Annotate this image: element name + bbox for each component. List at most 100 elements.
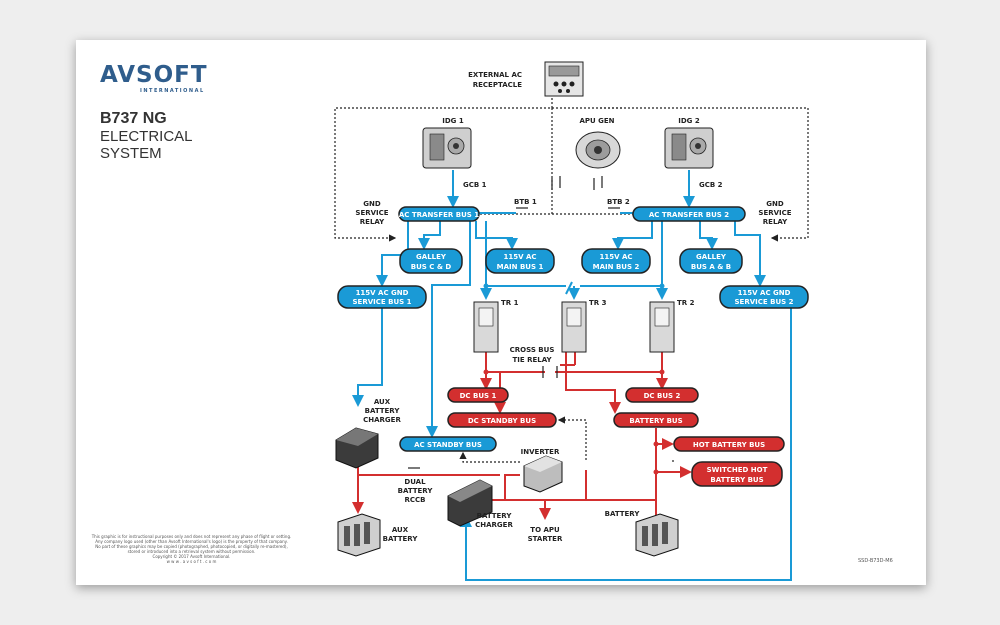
main1-line2: MAIN BUS 1	[497, 263, 544, 271]
galley-bus-cd: GALLEY BUS C & D	[399, 248, 463, 274]
dc-bus-1: DC BUS 1	[447, 387, 509, 403]
main-battery	[635, 513, 679, 557]
sw-hot-line2: BATTERY BUS	[710, 476, 763, 484]
ac-main-bus-2: 115V AC MAIN BUS 2	[581, 248, 651, 274]
receptacle-label: RECEPTACLE	[473, 81, 522, 89]
aux-battery-label-2: BATTERY	[383, 535, 419, 543]
gnd-relay-r-1: GND	[766, 200, 784, 208]
disclaimer-line: Copyright © 2017 Avsoft International.	[152, 554, 231, 559]
ac-gnd-service-bus-1: 115V AC GND SERVICE BUS 1	[337, 285, 427, 309]
document-id: SSD-B73D-M6	[858, 558, 893, 564]
inverter-box	[523, 455, 563, 493]
aux-charger-label-1: AUX	[374, 398, 391, 406]
tr-1-label: TR 1	[501, 299, 519, 307]
aux-battery-label-1: AUX	[392, 526, 409, 534]
tr-3-unit	[561, 301, 587, 353]
ac-transfer-bus-2-label: AC TRANSFER BUS 2	[649, 211, 729, 219]
apu-generator	[575, 131, 621, 169]
cross-bus-relay-contact	[408, 366, 674, 469]
dc-standby-label: DC STANDBY BUS	[468, 417, 536, 425]
idg-1-label: IDG 1	[442, 117, 464, 125]
ac-standby-bus: AC STANDBY BUS	[399, 436, 497, 452]
ac-transfer-bus-1-label: AC TRANSFER BUS 1	[399, 211, 479, 219]
apu-starter-label-1: TO APU	[530, 526, 560, 534]
tr-1-unit	[473, 301, 499, 353]
disclaimer-line: No part of these graphics may be copied …	[95, 544, 288, 549]
gnd-svc2-line2: SERVICE BUS 2	[735, 298, 794, 306]
title-line-system: SYSTEM	[100, 145, 162, 162]
galley-ab-line1: GALLEY	[696, 253, 727, 261]
apu-starter-label-2: STARTER	[528, 535, 563, 543]
dc-dots	[483, 369, 665, 475]
ext-ac-label: EXTERNAL AC	[468, 71, 522, 79]
sw-hot-line1: SWITCHED HOT	[707, 466, 768, 474]
btb-2-label: BTB 2	[607, 198, 630, 206]
galley-cd-line2: BUS C & D	[411, 263, 452, 271]
logo-subtitle: INTERNATIONAL	[140, 88, 205, 94]
galley-ab-line2: BUS A & B	[691, 263, 731, 271]
idg-1-generator	[422, 127, 472, 169]
dual-rccb-label-1: DUAL	[404, 478, 426, 486]
disclaimer: This graphic is for instructional purpos…	[84, 534, 299, 564]
apu-gen-label: APU GEN	[579, 117, 614, 125]
avsoft-logo: AVSOFT	[100, 62, 208, 88]
dual-rccb-label-2: BATTERY	[398, 487, 434, 495]
ac-wiring-dots	[483, 283, 665, 289]
battery-label: BATTERY	[605, 510, 641, 518]
battery-charger-label-1: BATTERY	[477, 512, 513, 520]
ac-wiring	[352, 170, 792, 581]
aux-battery-charger	[335, 427, 379, 469]
disclaimer-line: Any company logo used (other than Avsoft…	[95, 539, 288, 544]
disclaimer-line: stored or introduced into a retrieval sy…	[127, 549, 256, 554]
ac-gnd-service-bus-2: 115V AC GND SERVICE BUS 2	[719, 285, 809, 309]
btb-contacts	[516, 176, 620, 209]
ac-transfer-bus-2: AC TRANSFER BUS 2	[632, 206, 746, 222]
external-ac-receptacle	[544, 61, 584, 97]
battery-charger-label-2: CHARGER	[475, 521, 513, 529]
cross-bus-label-1: CROSS BUS	[510, 346, 555, 354]
title-model: B737 NG	[100, 110, 167, 127]
idg-2-label: IDG 2	[678, 117, 700, 125]
gcb-2-label: GCB 2	[699, 181, 723, 189]
dc-bus-2-label: DC BUS 2	[644, 392, 681, 400]
title-system: ELECTRICAL SYSTEM	[100, 128, 193, 162]
tr-3-label: TR 3	[589, 299, 607, 307]
battery-charger-box	[447, 479, 493, 527]
gnd-svc2-line1: 115V AC GND	[738, 289, 791, 297]
gnd-svc1-line1: 115V AC GND	[356, 289, 409, 297]
aux-charger-label-2: BATTERY	[365, 407, 401, 415]
ac-main-bus-1: 115V AC MAIN BUS 1	[485, 248, 555, 274]
hot-battery-bus: HOT BATTERY BUS	[673, 436, 785, 452]
gcb-1-label: GCB 1	[463, 181, 487, 189]
dc-bus-1-label: DC BUS 1	[460, 392, 497, 400]
aux-battery	[337, 513, 381, 557]
ac-standby-label: AC STANDBY BUS	[414, 441, 482, 449]
gnd-svc1-line2: SERVICE BUS 1	[353, 298, 412, 306]
main2-line2: MAIN BUS 2	[593, 263, 640, 271]
website-link[interactable]: w w w . a v s o f t . c o m	[166, 559, 217, 564]
main1-line1: 115V AC	[503, 253, 536, 261]
battery-bus: BATTERY BUS	[613, 412, 699, 428]
gnd-relay-l-3: RELAY	[360, 218, 385, 226]
title-line-electrical: ELECTRICAL	[100, 128, 193, 145]
switched-hot-battery-bus: SWITCHED HOT BATTERY BUS	[691, 461, 783, 487]
galley-cd-line1: GALLEY	[416, 253, 447, 261]
gnd-relay-l-2: SERVICE	[355, 209, 388, 217]
standby-dashed-links	[459, 416, 587, 463]
dc-standby-bus: DC STANDBY BUS	[447, 412, 557, 428]
poster-sheet	[76, 40, 926, 585]
dc-wiring	[352, 352, 692, 520]
disclaimer-line: This graphic is for instructional purpos…	[91, 534, 292, 539]
gnd-relay-r-2: SERVICE	[758, 209, 791, 217]
galley-bus-ab: GALLEY BUS A & B	[679, 248, 743, 274]
dual-rccb-label-3: RCCB	[405, 496, 426, 504]
btb-1-label: BTB 1	[514, 198, 537, 206]
gnd-relay-r-3: RELAY	[763, 218, 788, 226]
dc-bus-2: DC BUS 2	[625, 387, 699, 403]
aux-charger-label-3: CHARGER	[363, 416, 401, 424]
gnd-relay-l-1: GND	[363, 200, 381, 208]
tr-2-label: TR 2	[677, 299, 695, 307]
idg-2-generator	[664, 127, 714, 169]
cross-bus-label-2: TIE RELAY	[512, 356, 552, 364]
